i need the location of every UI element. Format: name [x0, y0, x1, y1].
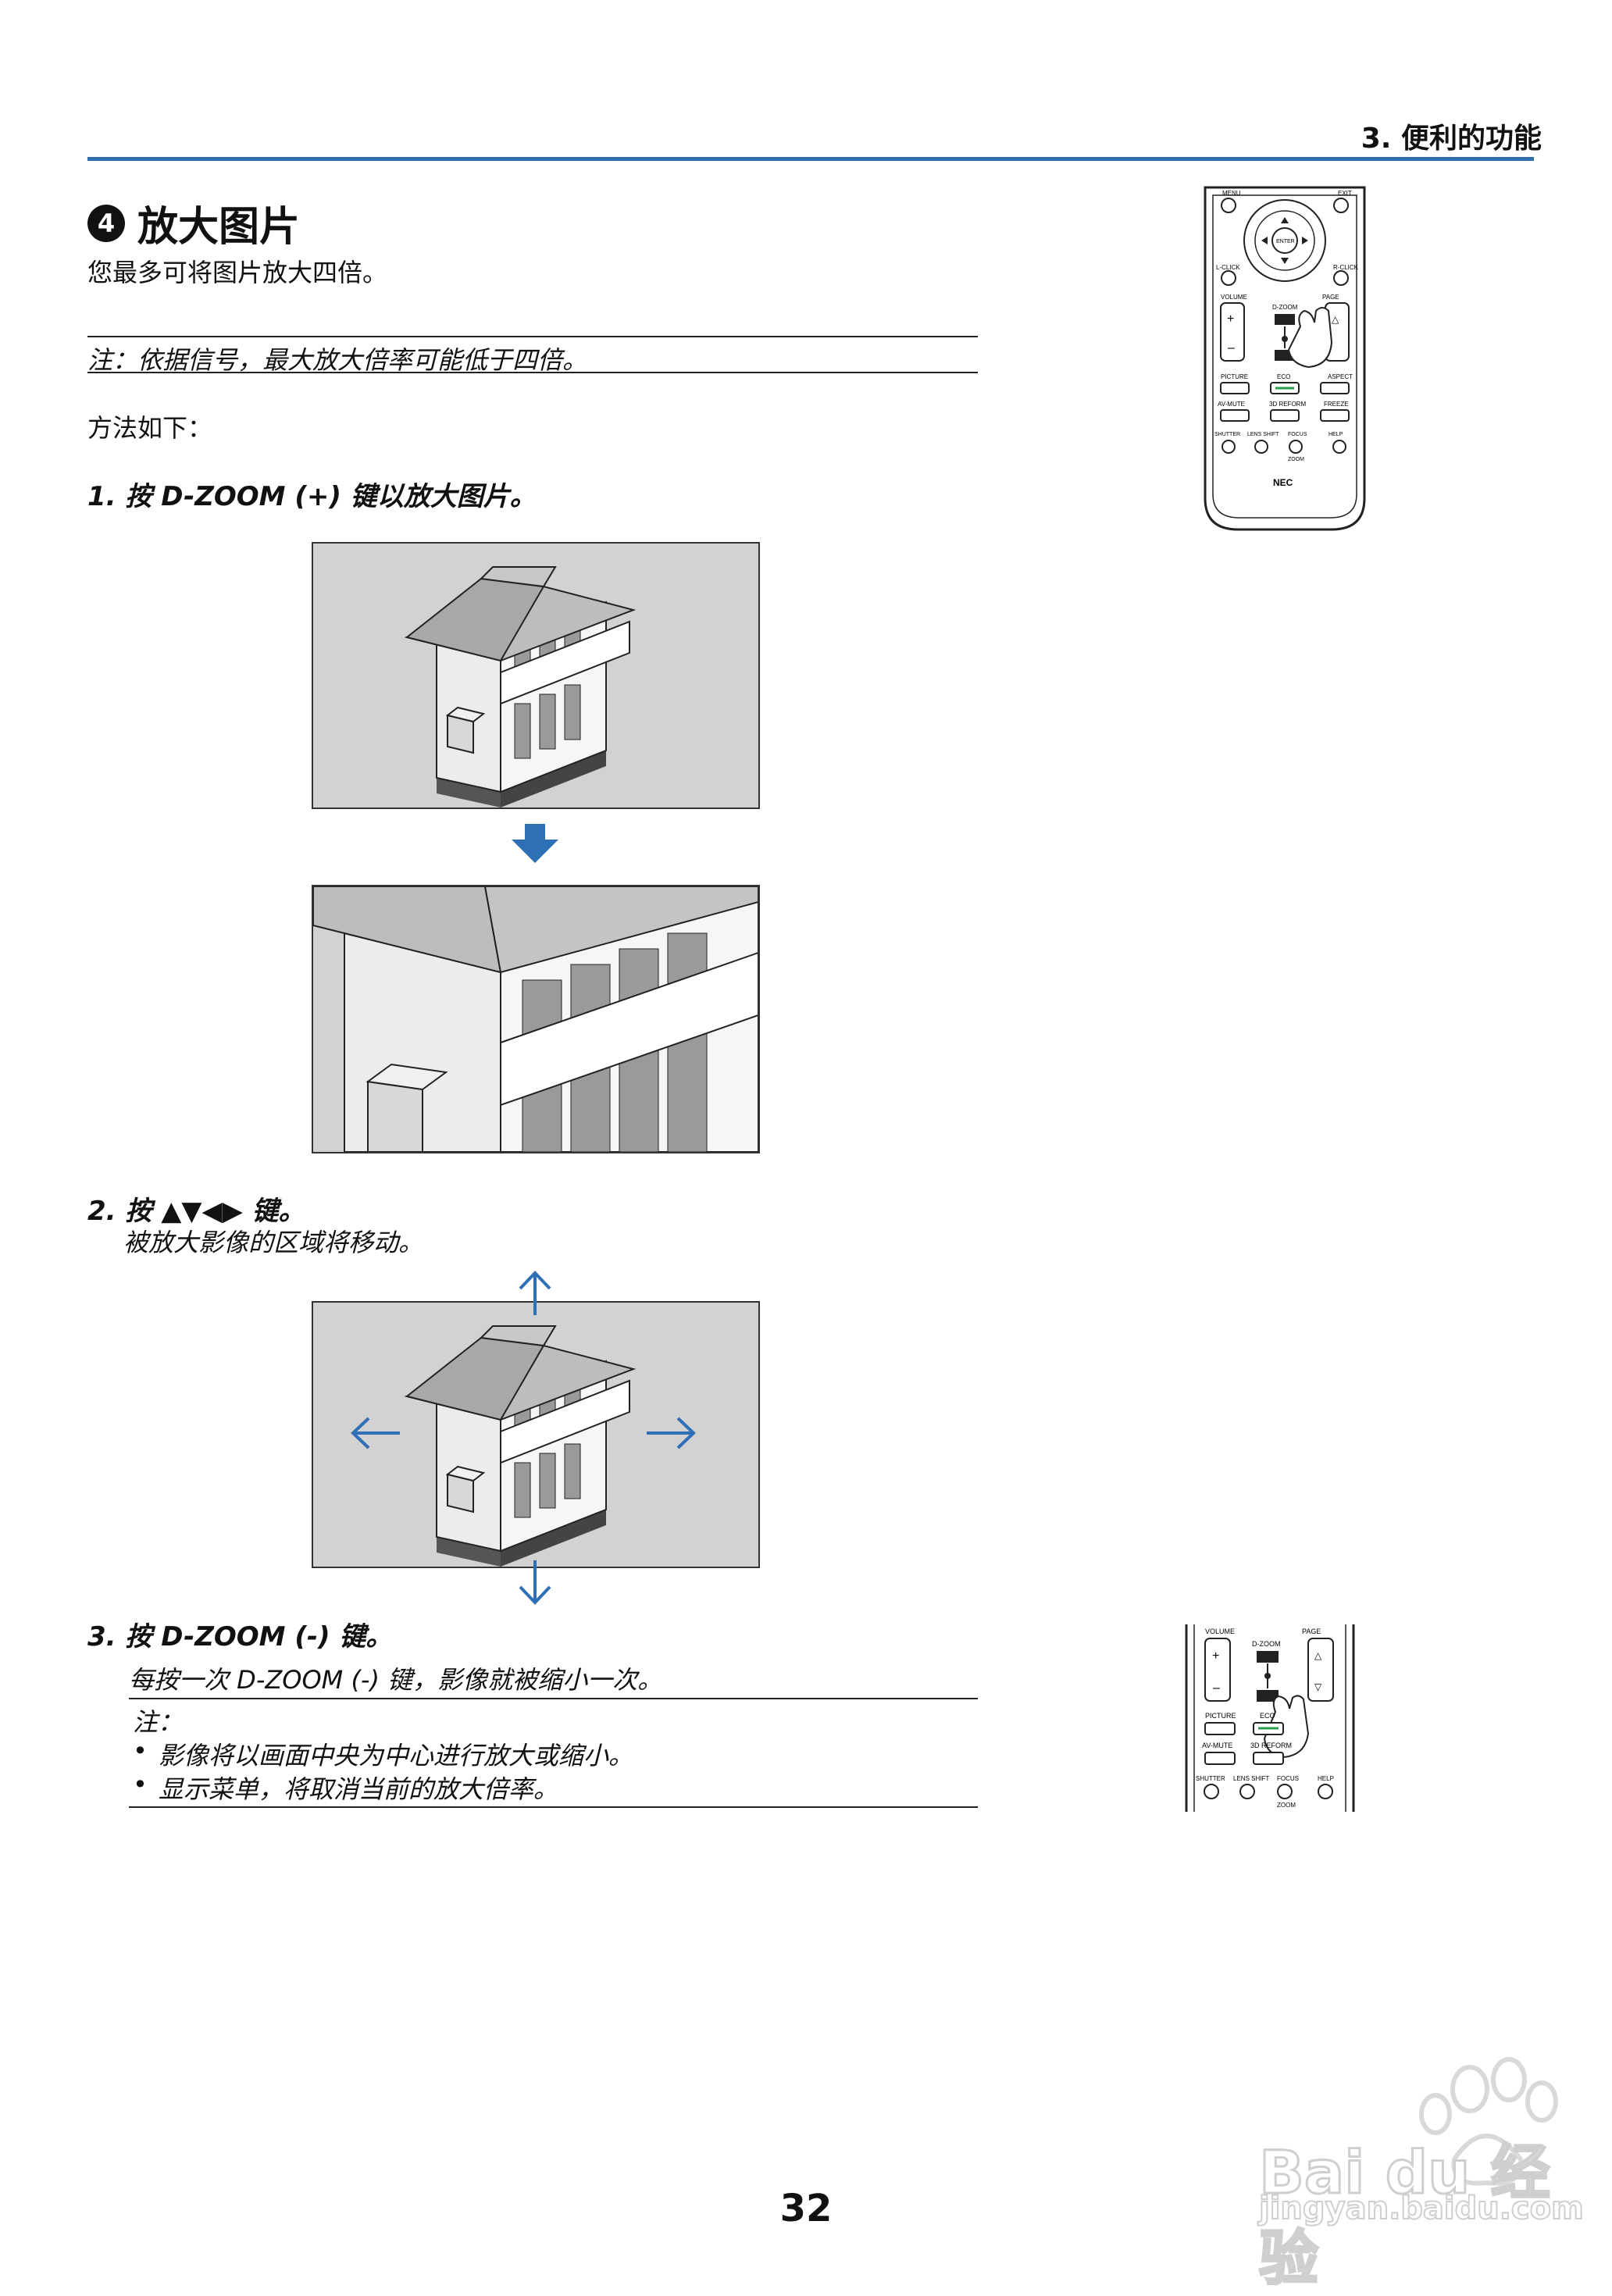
method-text: 方法如下： [87, 413, 213, 443]
watermark-url: jingyan.baidu.com [1258, 2190, 1585, 2227]
remote-label-enter: ENTER [1276, 239, 1295, 244]
remote-label-lclick: L-CLICK [1216, 264, 1240, 271]
remote-label-avmute: AV-MUTE [1218, 401, 1245, 408]
crop-label-page: PAGE [1302, 1628, 1321, 1635]
house-image-zoomed [312, 885, 760, 1153]
step-3-title: 3. 按 D-ZOOM (-) 键。 [87, 1621, 393, 1652]
note-text: 注：依据信号，最大放大倍率可能低于四倍。 [87, 345, 588, 375]
crop-label-zoom: ZOOM [1277, 1802, 1296, 1809]
remote-label-picture: PICTURE [1221, 373, 1248, 380]
nec-logo: NEC [1273, 477, 1293, 488]
remote-label-aspect: ASPECT [1328, 373, 1353, 380]
remote-label-shutter: SHUTTER [1214, 432, 1240, 437]
svg-text:+: + [1227, 312, 1234, 326]
remote-label-zoom: ZOOM [1288, 457, 1304, 462]
note2-item-text: 显示菜单，将取消当前的放大倍率。 [158, 1774, 558, 1804]
note2-item: • 显示菜单，将取消当前的放大倍率。 [133, 1770, 558, 1806]
crop-label-eco: ECO [1260, 1712, 1275, 1720]
step-2-title: 2. 按 ▲▼◀▶ 键。 [87, 1196, 305, 1227]
step-2-desc: 被放大影像的区域将移动。 [123, 1228, 424, 1257]
header-rule [87, 157, 1534, 161]
remote-label-page: PAGE [1322, 294, 1339, 301]
remote-label-lensshift: LENS SHIFT [1247, 432, 1279, 437]
remote-label-exit: EXIT [1338, 190, 1352, 197]
svg-text:△: △ [1314, 1650, 1322, 1661]
note2-rule-top [129, 1698, 978, 1699]
note-rule-top [87, 336, 978, 337]
section-title: 放大图片 [137, 204, 301, 251]
crop-label-help: HELP [1318, 1775, 1334, 1782]
crop-label-shutter: SHUTTER [1196, 1775, 1225, 1782]
page-number: 32 [779, 2187, 833, 2230]
arrow-right-icon [647, 1417, 696, 1449]
section-intro: 您最多可将图片放大四倍。 [87, 258, 388, 287]
step-1-title: 1. 按 D-ZOOM (+) 键以放大图片。 [87, 481, 537, 512]
note2-item-text: 影像将以画面中央为中心进行放大或缩小。 [158, 1741, 633, 1770]
baidu-watermark: Bai du 经验 jingyan.baidu.com [1251, 2042, 1585, 2294]
note2-rule-bottom [129, 1806, 978, 1808]
remote-label-volume: VOLUME [1221, 294, 1247, 301]
remote-label-help: HELP [1328, 432, 1343, 437]
chapter-title: 3. 便利的功能 [1361, 123, 1542, 155]
crop-label-avmute: AV-MUTE [1202, 1742, 1232, 1749]
crop-label-volume: VOLUME [1205, 1628, 1235, 1635]
remote-label-rclick: R-CLICK [1333, 264, 1359, 271]
house-image-original [312, 542, 760, 809]
baidu-paw-icon [1419, 2057, 1558, 2186]
remote-control-illustration: MENU EXIT ENTER L-CLICK R-CLICK VOLUME D… [1199, 186, 1371, 533]
svg-text:–: – [1228, 341, 1235, 355]
note2-item: • 影像将以画面中央为中心进行放大或缩小。 [133, 1736, 633, 1772]
remote-label-3dreform: 3D REFORM [1269, 401, 1306, 408]
note2-label: 注： [133, 1707, 184, 1737]
arrow-left-icon [351, 1417, 400, 1449]
svg-text:–: – [1213, 1681, 1220, 1695]
remote-label-focus: FOCUS [1288, 432, 1307, 437]
svg-text:△: △ [1332, 314, 1339, 325]
crop-label-picture: PICTURE [1205, 1712, 1236, 1720]
remote-label-menu: MENU [1222, 190, 1241, 197]
remote-label-freeze: FREEZE [1324, 401, 1349, 408]
down-arrow-icon [512, 824, 558, 863]
house-pan-drawing [404, 1325, 637, 1567]
remote-crop-drawing: VOLUME PAGE D-ZOOM + – △ ▽ PICTURE ECO A… [1185, 1624, 1355, 1812]
remote-label-eco: ECO [1277, 373, 1290, 380]
crop-label-lensshift: LENS SHIFT [1233, 1775, 1269, 1782]
crop-label-focus: FOCUS [1277, 1775, 1299, 1782]
remote-label-dzoom: D-ZOOM [1272, 304, 1298, 311]
crop-label-dzoom: D-ZOOM [1252, 1640, 1281, 1648]
arrow-down-icon [519, 1560, 551, 1605]
step-3-desc: 每按一次 D-ZOOM (-) 键，影像就被缩小一次。 [129, 1665, 663, 1695]
remote-control-crop: VOLUME PAGE D-ZOOM + – △ ▽ PICTURE ECO A… [1185, 1624, 1355, 1812]
svg-text:▽: ▽ [1314, 1681, 1322, 1692]
crop-label-3dreform: 3D REFORM [1250, 1742, 1292, 1749]
section-number-badge: 4 [87, 204, 125, 242]
section-heading: 4 放大图片 [87, 194, 300, 252]
svg-text:+: + [1212, 1649, 1219, 1663]
bullet-icon: • [133, 1736, 148, 1766]
house-zoomed-drawing [313, 886, 758, 1152]
remote-control-drawing: MENU EXIT ENTER L-CLICK R-CLICK VOLUME D… [1204, 186, 1366, 531]
note-rule-bottom [87, 372, 978, 373]
arrow-up-icon [519, 1271, 551, 1315]
bullet-icon: • [133, 1770, 148, 1799]
house-drawing [404, 566, 637, 808]
